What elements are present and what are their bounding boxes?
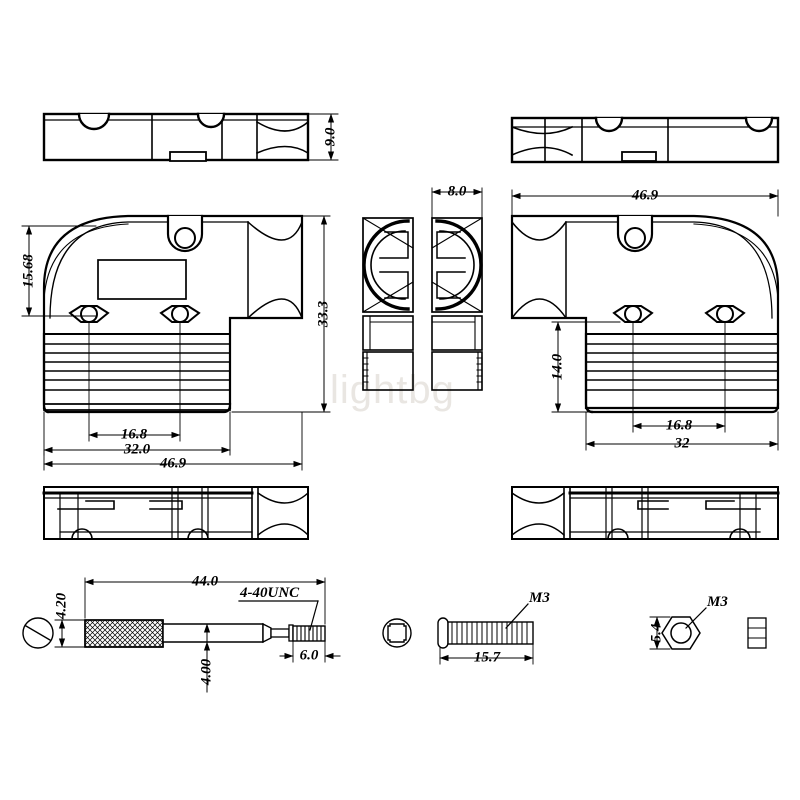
hex-head-right-2 bbox=[704, 305, 746, 323]
dim-label-4-20: 4.20 bbox=[53, 592, 69, 620]
view-side-section bbox=[362, 217, 483, 391]
hex-head-right-1 bbox=[612, 305, 654, 323]
thread-label-m3-nut: M3 bbox=[706, 594, 728, 610]
dim-label-6-0: 6.0 bbox=[300, 647, 319, 663]
dim-label-46-9-right: 46.9 bbox=[631, 187, 659, 203]
dim-16-8-left bbox=[88, 321, 181, 442]
dim-label-16-8-right: 16.8 bbox=[666, 417, 693, 433]
view-bottom-left bbox=[42, 486, 310, 540]
hex-head-left-1 bbox=[68, 305, 110, 323]
leader-m3-screw bbox=[505, 603, 529, 629]
leader-m3-nut bbox=[685, 607, 707, 629]
dim-46-9-left bbox=[43, 411, 303, 471]
hardware-knurled-screw bbox=[22, 617, 326, 649]
dim-8-0 bbox=[431, 187, 483, 219]
dim-4-20 bbox=[54, 619, 86, 648]
dim-label-8-0: 8.0 bbox=[448, 183, 467, 199]
dim-label-9-0: 9.0 bbox=[322, 127, 338, 146]
dim-label-32-0: 32.0 bbox=[123, 441, 151, 457]
dim-label-4-00: 4.00 bbox=[198, 658, 214, 686]
thread-label-4-40unc: 4-40UNC bbox=[239, 585, 300, 601]
hex-head-left-2 bbox=[159, 305, 201, 323]
dim-6-0 bbox=[279, 640, 341, 663]
dim-16-8-right bbox=[632, 321, 726, 433]
view-top-left bbox=[42, 112, 310, 162]
view-bottom-right bbox=[510, 486, 780, 540]
dim-33-3 bbox=[231, 215, 331, 413]
dim-label-15-7: 15.7 bbox=[474, 649, 501, 665]
dim-44-0 bbox=[84, 577, 326, 625]
dim-15-68 bbox=[21, 225, 97, 317]
dim-32-0 bbox=[43, 411, 231, 456]
hardware-hex-nut bbox=[661, 616, 767, 650]
hardware-pan-screw bbox=[382, 617, 534, 649]
dim-14-0 bbox=[551, 321, 621, 413]
view-front-left bbox=[42, 214, 304, 414]
dim-46-9-right bbox=[511, 189, 779, 217]
thread-label-m3-screw: M3 bbox=[528, 590, 550, 606]
dim-32 bbox=[585, 411, 779, 451]
dim-label-5-4: 5.4 bbox=[648, 623, 664, 642]
dim-9-0 bbox=[307, 113, 339, 161]
dim-label-44-0: 44.0 bbox=[191, 573, 219, 589]
view-front-right bbox=[510, 214, 780, 414]
leader-4-40unc bbox=[238, 600, 319, 631]
view-top-right bbox=[510, 116, 780, 164]
dim-label-46-9-left: 46.9 bbox=[159, 455, 187, 471]
dim-label-14-0: 14.0 bbox=[549, 353, 565, 380]
dim-label-33-3: 33.3 bbox=[315, 300, 331, 328]
dim-label-15-68: 15.68 bbox=[20, 254, 36, 288]
dim-5-4 bbox=[649, 616, 671, 650]
dim-label-32: 32 bbox=[674, 435, 691, 451]
dim-label-16-8-left: 16.8 bbox=[121, 426, 148, 442]
dim-15-7 bbox=[439, 643, 534, 665]
